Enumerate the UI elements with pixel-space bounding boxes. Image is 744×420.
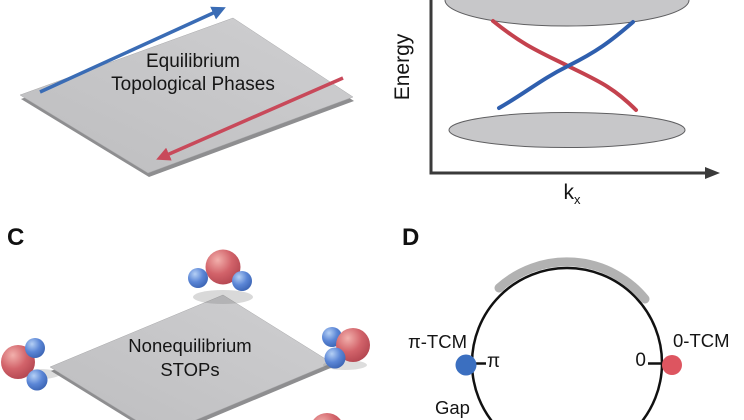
molecule-left	[1, 338, 48, 391]
panel-b-graphic	[429, 0, 720, 179]
blue-edge-state-curve	[497, 20, 635, 110]
x-axis-label: kx	[547, 181, 597, 207]
pi-tcm-label: π-TCM	[408, 331, 467, 352]
pi-tick-label: π	[487, 351, 501, 372]
panel-a-graphic	[19, 6, 354, 177]
red-edge-current-arrow	[156, 76, 344, 161]
molecule-top	[188, 249, 252, 291]
blue-sphere	[26, 369, 48, 391]
blue-sphere	[25, 338, 45, 358]
upper-band-ellipse	[444, 0, 690, 27]
panel-c-graphic	[1, 249, 370, 420]
equilibrium-plate	[19, 17, 354, 174]
red-sphere	[336, 328, 370, 362]
blue-sphere	[188, 268, 208, 288]
blue-edge-current-arrow	[39, 6, 226, 94]
x-axis-label-main: k	[563, 181, 575, 204]
panel-c-caption: Nonequilibrium STOPs	[80, 334, 300, 382]
pi-tcm-dot	[455, 354, 477, 376]
x-axis-label-sub: x	[574, 192, 581, 208]
molecule-right	[322, 327, 370, 369]
molecule-bottom	[313, 413, 341, 420]
x-axis-arrowhead-icon	[705, 167, 720, 179]
energy-kx-axes	[429, 0, 706, 175]
zero-tcm-dot	[662, 355, 682, 375]
red-sphere	[313, 413, 341, 420]
red-sphere	[1, 345, 35, 379]
panel-a-caption: Equilibrium Topological Phases	[83, 50, 303, 96]
blue-sphere	[324, 347, 346, 369]
panel-a-caption-line1: Equilibrium	[146, 51, 240, 72]
panel-c-caption-line2: STOPs	[160, 359, 220, 380]
zero-tcm-label: 0-TCM	[673, 330, 730, 351]
gap-label: Gap	[435, 397, 470, 418]
molecule-shadow	[193, 290, 253, 304]
panel-c-caption-line1: Nonequilibrium	[128, 335, 252, 356]
panel-d-graphic	[455, 257, 682, 420]
blue-sphere	[232, 271, 252, 291]
panel-d-label: D	[402, 224, 420, 251]
panel-c-label: C	[7, 224, 25, 251]
red-sphere	[205, 249, 241, 285]
panel-a-caption-line2: Topological Phases	[111, 74, 275, 95]
zero-tick-label: 0	[635, 350, 646, 371]
lower-band-ellipse	[448, 112, 686, 148]
band-arc	[494, 257, 650, 304]
y-axis-label: Energy	[391, 33, 414, 101]
